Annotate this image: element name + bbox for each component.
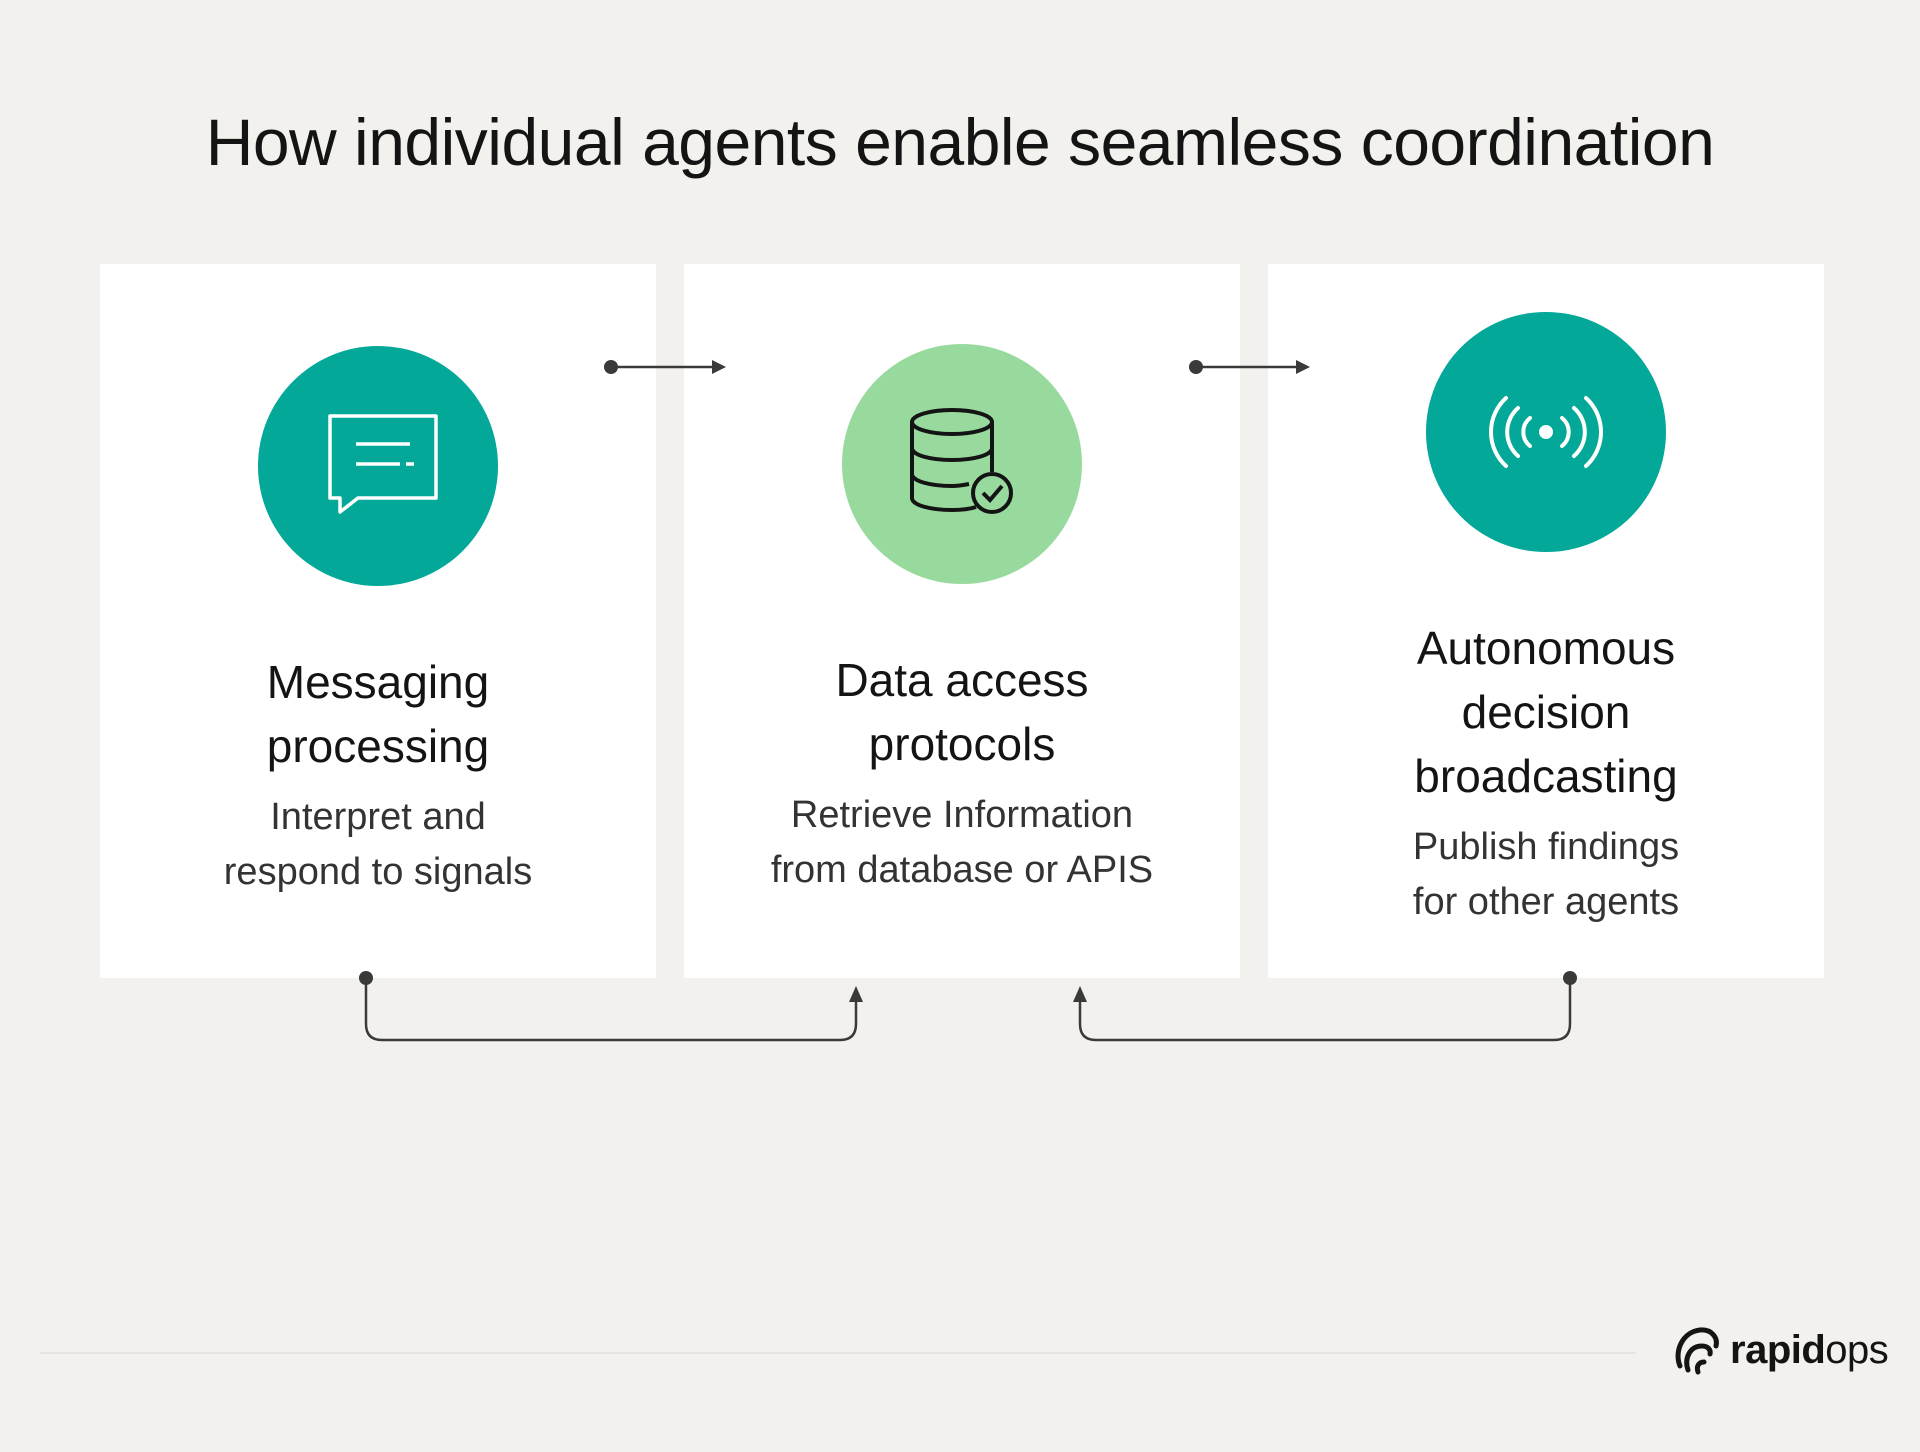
step-card-data-access: Data access protocols Retrieve Informati… — [684, 264, 1240, 978]
brand-name-bold: rapid — [1730, 1327, 1826, 1372]
brand-name-light: ops — [1825, 1327, 1889, 1372]
arrow-step1-to-step2 — [604, 360, 726, 374]
step-title: Autonomous decision broadcasting — [1414, 622, 1678, 802]
step-description: Publish findings for other agents — [1412, 826, 1680, 923]
feedback-loop-right — [1073, 971, 1577, 1042]
arrow-step2-to-step3 — [1189, 360, 1310, 374]
step-description: Interpret and respond to signals — [223, 796, 533, 893]
step-title: Messaging processing — [266, 656, 490, 772]
brand-name: rapidops — [1730, 1327, 1889, 1373]
step-card-messaging: Messaging processing Interpret and respo… — [100, 264, 656, 978]
feedback-loop-left — [359, 971, 863, 1042]
page-title: How individual agents enable seamless co… — [205, 105, 1715, 179]
brand-logo: rapidops — [1672, 1324, 1889, 1376]
footer-divider — [40, 1352, 1636, 1354]
step-description: Retrieve Information from database or AP… — [770, 794, 1154, 891]
broadcast-icon — [1488, 396, 1604, 468]
step-icon-circle — [258, 346, 498, 586]
message-icon — [328, 414, 438, 514]
step-title: Data access protocols — [835, 654, 1089, 770]
step-card-broadcasting: Autonomous decision broadcasting Publish… — [1268, 264, 1824, 978]
database-check-icon — [910, 408, 1013, 514]
step-icon-circle — [1426, 312, 1666, 552]
step-icon-circle — [842, 344, 1082, 584]
rapidops-logo-icon — [1675, 1327, 1719, 1375]
